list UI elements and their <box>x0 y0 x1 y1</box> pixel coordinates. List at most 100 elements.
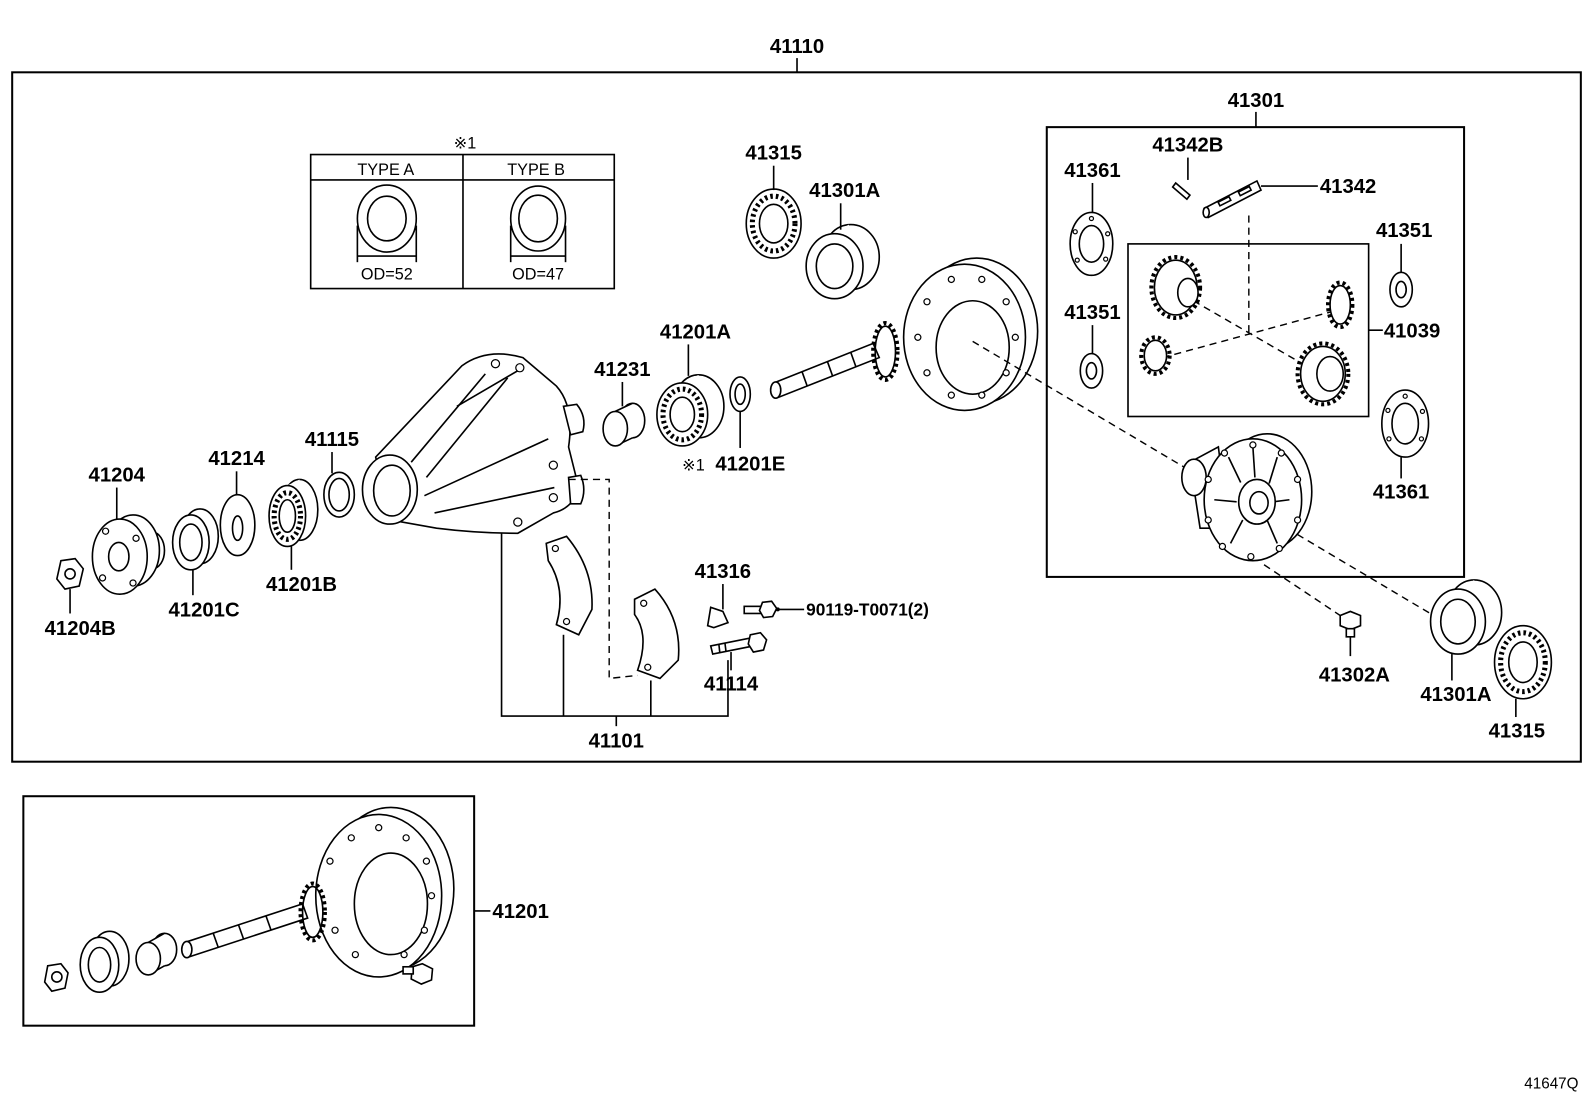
race-bore <box>1439 598 1477 645</box>
bolt-hole <box>1002 369 1010 377</box>
label-41301a-upper: 41301A <box>809 180 880 202</box>
gear-face <box>1329 284 1352 325</box>
shim-41201e <box>729 376 752 413</box>
bolt-hole <box>422 857 431 865</box>
gear-teeth <box>1139 335 1172 376</box>
carrier-rib <box>425 377 509 478</box>
cap-hole <box>551 544 560 553</box>
flange-hole <box>132 534 140 542</box>
bolt-head <box>758 600 778 619</box>
assembly-label: 41110 <box>770 36 824 58</box>
cap-hole <box>562 617 571 626</box>
bearing-41201b <box>268 478 319 548</box>
shaft-step <box>265 915 272 931</box>
bolt-shank <box>709 636 755 656</box>
shaft-slot <box>1237 185 1253 197</box>
bearing-cap-left <box>545 535 593 636</box>
bolt-head <box>1339 610 1362 631</box>
flange-hole <box>101 527 110 535</box>
shaft-step <box>212 933 220 948</box>
shaft-slot <box>1217 195 1232 207</box>
label-41201e: 41201E <box>715 453 785 475</box>
bolt-hole <box>1002 298 1010 306</box>
differential-case <box>1181 432 1313 562</box>
bolt-hole <box>923 369 931 377</box>
gear-face <box>1143 339 1168 372</box>
label-41315-lower: 41315 <box>1489 720 1545 742</box>
spacer-41231 <box>602 402 646 447</box>
label-41204: 41204 <box>89 464 146 486</box>
carrier-bracket-lines <box>500 533 729 717</box>
label-41316: 41316 <box>695 561 751 583</box>
race-bore <box>87 946 112 983</box>
carrier-bolt-dashed-path <box>568 478 638 680</box>
flange-41204 <box>91 514 166 595</box>
spacer-front <box>602 410 629 447</box>
carrier-bolt-hole <box>490 359 501 369</box>
gear-set-bolt <box>402 962 434 985</box>
case-bolt-hole <box>1277 449 1285 457</box>
case-assembly-label: 41301 <box>1228 90 1284 112</box>
washer-41361-lower <box>1381 389 1430 458</box>
shaft-end <box>1202 206 1211 219</box>
case-window-rib <box>1214 498 1237 503</box>
label-41114: 41114 <box>704 674 759 696</box>
carrier-rib <box>456 367 524 408</box>
pinion-shaft <box>772 342 881 399</box>
bearing-41315-lower <box>1493 624 1553 700</box>
flange-hole <box>98 574 107 582</box>
label-41361-lower: 41361 <box>1373 482 1429 504</box>
gear-spline <box>1316 355 1345 392</box>
drive-pinion-upper <box>769 321 900 400</box>
bolt-thread <box>718 643 721 654</box>
bolt-head <box>410 962 434 985</box>
nut-bore <box>64 567 76 580</box>
case-bolt-hole <box>1275 544 1283 553</box>
spacer-edge <box>614 402 633 413</box>
type-a-header: TYPE A <box>357 161 414 179</box>
washer-hole <box>1105 231 1111 237</box>
pin-body <box>1171 181 1192 201</box>
bolt-hole <box>923 298 931 306</box>
ring-gear-upper <box>902 257 1039 412</box>
bolt-thread <box>724 642 727 652</box>
carrier-housing <box>361 353 585 535</box>
side-gear-lower <box>1295 341 1351 407</box>
washer-41214 <box>219 493 256 557</box>
case-window-rib <box>1268 456 1279 484</box>
flange-hole <box>129 579 137 587</box>
type-b-header: TYPE B <box>507 161 565 179</box>
washer-inner <box>1078 224 1105 263</box>
label-41301a-lower: 41301A <box>1420 684 1491 706</box>
type-table: ※1 TYPE A TYPE B OD=52 OD=47 <box>309 134 616 290</box>
bolt-hole <box>420 926 429 934</box>
case-bolt-hole <box>1247 552 1255 561</box>
spacer-edge <box>147 932 165 944</box>
race-41301a-lower <box>1429 579 1503 655</box>
pinion-face <box>874 325 897 378</box>
illustration-code: 41647Q <box>1524 1076 1578 1093</box>
label-41101: 41101 <box>589 730 644 752</box>
washer-41361-upper <box>1069 211 1114 277</box>
carrier-front-bore <box>372 464 411 517</box>
label-41231: 41231 <box>594 359 650 381</box>
type-b-inner <box>518 194 559 243</box>
gear-teeth <box>1149 255 1203 321</box>
pinion-face <box>301 885 324 939</box>
race-bore <box>815 243 854 290</box>
type-b-od: OD=47 <box>512 265 564 283</box>
washer-hole <box>1072 229 1078 235</box>
bearing-rollers <box>1498 630 1548 695</box>
shaft-step <box>801 371 808 387</box>
case-bolt-hole <box>1218 542 1227 551</box>
carrier-side-flange <box>562 403 585 436</box>
bracket-body <box>706 606 730 629</box>
bolt-hole <box>402 834 410 842</box>
bearing-rollers <box>660 386 705 443</box>
bolt-hole <box>400 950 408 959</box>
type-b-washer <box>509 185 567 263</box>
ring-gear-bore <box>935 299 1011 395</box>
bolt-hole <box>947 275 955 284</box>
case-bolt-hole <box>1249 441 1257 449</box>
washer-hole <box>1419 408 1426 415</box>
